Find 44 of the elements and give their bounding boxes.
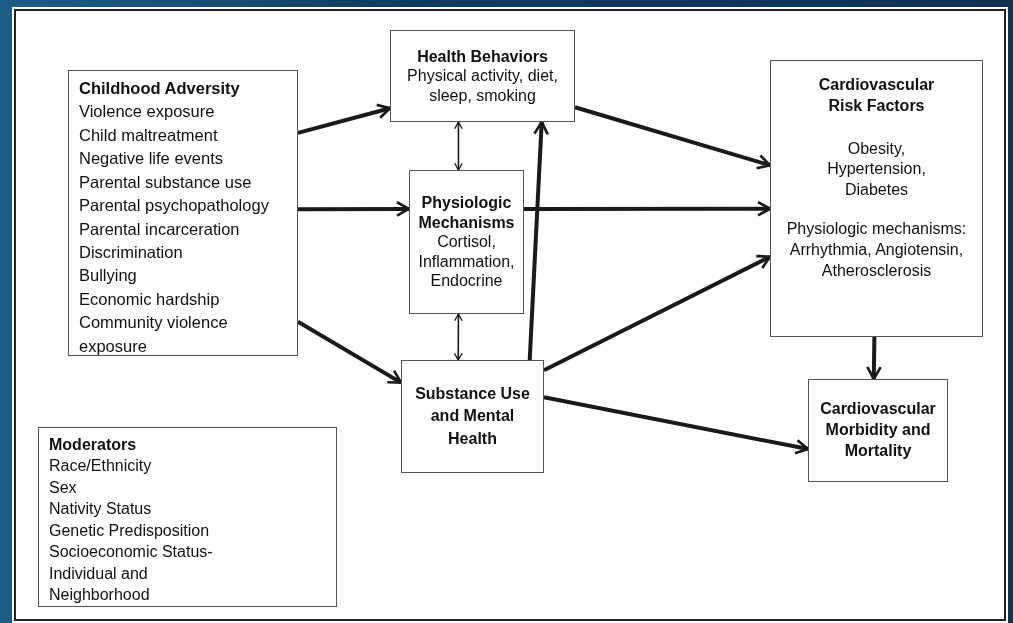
arrow — [543, 254, 772, 372]
box-heading: Health Behaviors — [417, 46, 548, 67]
box-text: Physiologic mechanisms: Arrhythmia, Angiotensin, Atherosclerosis — [785, 219, 968, 281]
box-heading: Substance Use and Mental Health — [414, 383, 531, 449]
box-text: Parental psychopathology — [79, 195, 269, 217]
box-text: Genetic Predisposition — [49, 520, 210, 541]
moderator-box — [38, 427, 337, 607]
arrow — [527, 120, 550, 361]
box-text: Community violence exposure — [79, 312, 229, 357]
box-text: Child maltreatment — [79, 124, 218, 146]
box-text: Physical activity, diet, sleep, smoking — [406, 66, 559, 106]
box-heading: Physiologic Mechanisms — [417, 193, 516, 233]
box-text: Discrimination — [79, 241, 183, 263]
box-heading: Moderators — [49, 435, 137, 455]
arrow — [298, 200, 411, 217]
box-heading: Childhood Adversity — [79, 78, 240, 99]
box-text: Socioeconomic Status- Individual and Neighborhood — [49, 542, 214, 606]
factor-box — [68, 70, 298, 356]
arrow — [454, 121, 463, 171]
factor-box — [401, 360, 544, 473]
outcome-box — [770, 60, 983, 337]
factor-box — [409, 170, 524, 314]
box-text: Sex — [49, 477, 77, 498]
box-heading: Cardiovascular Risk Factors — [817, 75, 936, 116]
arrow — [453, 313, 463, 361]
box-text: Violence exposure — [79, 101, 215, 123]
arrow — [297, 103, 392, 135]
arrow — [524, 200, 772, 217]
box-text: Obesity, Hypertension, Diabetes — [826, 138, 927, 201]
box-text: Negative life events — [79, 148, 223, 170]
box-text: Race/Ethnicity — [49, 456, 152, 477]
box-text: Bullying — [79, 265, 137, 287]
arrow — [543, 395, 810, 455]
arrow — [297, 319, 403, 385]
arrow — [865, 336, 882, 381]
box-heading: Cardiovascular Morbidity and Mortality — [819, 399, 937, 461]
box-text: Parental substance use — [79, 171, 252, 193]
arrow — [574, 105, 772, 170]
box-text: Nativity Status — [49, 499, 152, 520]
outcome-box — [808, 379, 948, 482]
factor-box — [390, 30, 575, 122]
box-text: Economic hardship — [79, 288, 220, 310]
box-text: Cortisol, Inflammation, Endocrine — [417, 232, 516, 291]
box-text: Parental incarceration — [79, 218, 240, 240]
